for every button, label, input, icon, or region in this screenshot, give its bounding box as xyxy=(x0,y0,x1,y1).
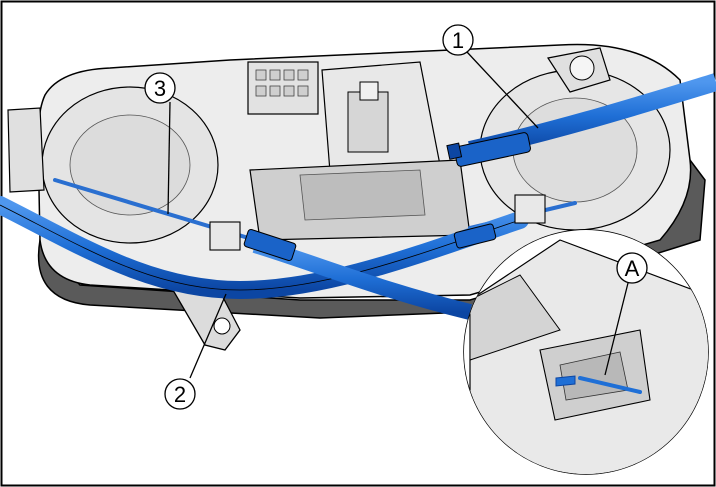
callout-1-label: 1 xyxy=(452,28,464,53)
callout-a-label: A xyxy=(625,256,640,281)
callout-a: A xyxy=(616,252,648,284)
cable-clip-left xyxy=(209,221,241,251)
callout-1: 1 xyxy=(442,24,474,56)
callout-2: 2 xyxy=(164,378,196,410)
detail-view-a xyxy=(463,229,709,475)
callout-2-label: 2 xyxy=(174,382,186,407)
cable-clip-right xyxy=(514,194,546,224)
left-side-clip xyxy=(7,107,45,193)
callout-3: 3 xyxy=(144,72,176,104)
callout-3-label: 3 xyxy=(154,76,166,101)
